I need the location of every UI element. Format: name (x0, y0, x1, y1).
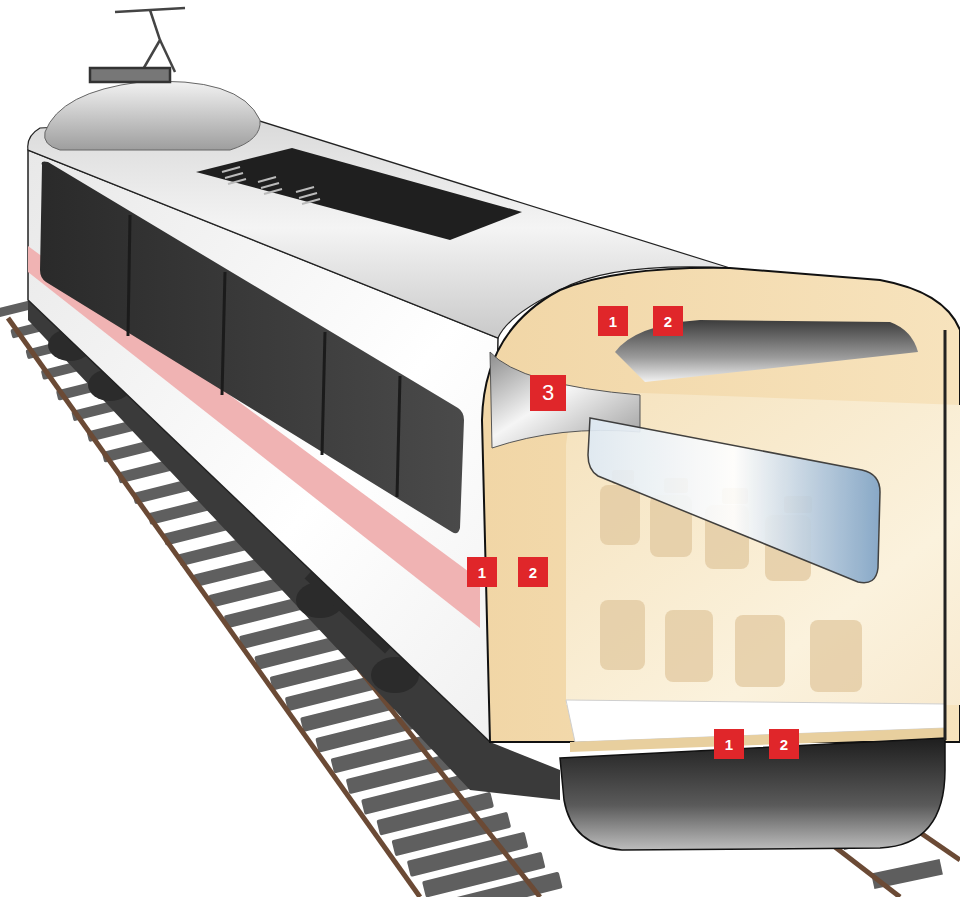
roof-unit (196, 148, 522, 240)
cabin-wall-edge (944, 330, 947, 740)
callout-number: 2 (769, 729, 799, 759)
callout-number: 1 (467, 557, 497, 587)
roof-dome (45, 81, 261, 150)
callout-number: 2 (518, 557, 548, 587)
callout-number: 3 (530, 375, 566, 411)
callout-number: 1 (714, 729, 744, 759)
callout-number: 2 (653, 306, 683, 336)
cut-face (482, 268, 960, 742)
underfloor (560, 738, 945, 850)
cabin-window (588, 418, 880, 583)
roof-unit-vents (222, 167, 320, 204)
sleeper (437, 872, 562, 897)
cabin (566, 392, 960, 705)
callout-number: 1 (598, 306, 628, 336)
pantograph (90, 8, 185, 82)
